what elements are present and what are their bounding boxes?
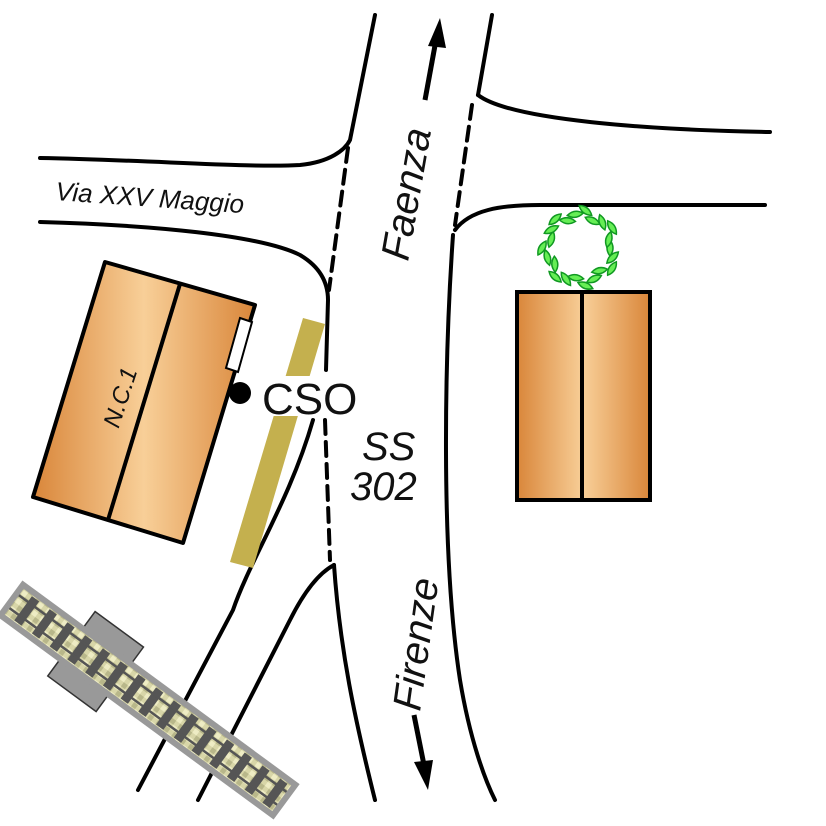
rail-sleeper [191,726,217,756]
street-label-via-xxv-maggio: Via XXV Maggio [55,176,245,219]
rail-sleeper [226,752,252,782]
railway-track [0,580,300,820]
rail-sleeper [138,687,164,717]
tree-icon [537,204,620,290]
tree-leaf [598,213,607,232]
tree-leaf [606,219,618,236]
rail-sleeper [102,661,128,691]
via-xxv-maggio-north-edge [38,13,377,168]
rail-sleeper [262,778,288,808]
road-edges [38,13,772,802]
via-xxv-maggio-south-edge [38,220,331,372]
rail-sleeper [85,648,111,678]
tree-leaf [548,270,563,283]
rail-sleeper [67,635,93,665]
tree-leaf [576,281,594,290]
tree-leaf [551,254,559,274]
direction-label-faenza: Faenza [374,125,441,264]
cso-label: CSO [262,375,357,424]
rail-sleeper [209,739,235,769]
ss302-east-edge-south [444,233,497,802]
tree-leaf [560,271,572,287]
east-road-north-edge [476,93,772,134]
road-name-302: 302 [350,465,417,509]
tree-leaf [548,213,563,226]
tree-leaf [578,204,593,217]
building-nc1: N.C.1 [31,260,257,545]
tree-leaf [604,230,613,249]
direction-label-firenze: Firenze [385,575,447,713]
ss302-west-edge-dashed-south [323,418,332,562]
tree-leaf [605,251,620,265]
tree-leaf [590,266,609,275]
road-name-ss: SS [362,425,416,469]
cso-marker-icon [229,382,251,404]
sidewalk-bar [230,318,325,568]
east-road-south-edge [453,203,767,232]
tree-leaf [543,224,560,235]
ss302-east-edge-north [476,13,494,97]
building-right [515,290,652,502]
building-door [224,316,254,374]
rail-sleeper [156,700,182,730]
rail-sleeper [31,609,57,639]
rail-sleeper [173,713,199,743]
side-road-west-edge [136,418,315,792]
tree-leaf [537,239,547,257]
ss302-east-edge-dashed [453,103,474,227]
tree-leaf [606,260,618,277]
tree-leaf [566,210,585,219]
arrow-north-icon [422,18,446,101]
rail-sleeper [49,622,75,652]
rail-sleeper [120,674,146,704]
side-road-east-edge [196,563,336,802]
tree-leaf [558,216,577,225]
ss302-west-edge-dashed-north [327,146,350,292]
ss302-west-edge-south [332,563,377,802]
rail-sleeper [14,596,40,626]
arrow-south-icon [411,714,433,790]
rail-sleeper [244,765,270,795]
